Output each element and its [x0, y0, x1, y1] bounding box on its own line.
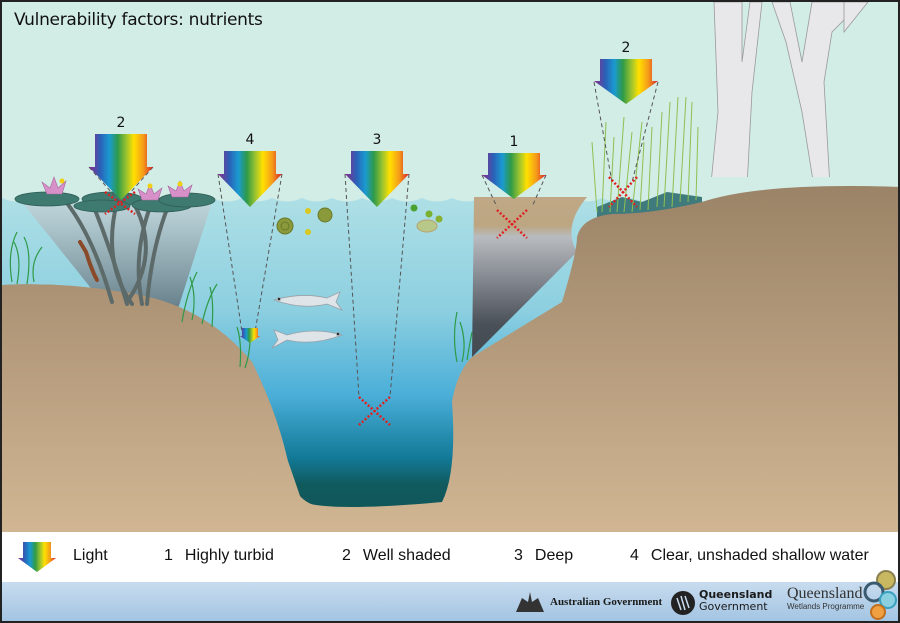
legend-text-1: Highly turbid — [184, 547, 274, 564]
legend-num-1: 1 — [164, 547, 173, 564]
legend-text-3: Deep — [534, 547, 574, 564]
lily-shade-zone — [22, 202, 212, 312]
light-arrow-deep — [345, 151, 409, 207]
legend-text-2: Well shaded — [362, 547, 451, 564]
submerged-grass — [9, 231, 473, 369]
legend-item-4: 4 Clear, unshaded shallow water — [630, 547, 869, 565]
blocked-light-marks — [104, 176, 638, 426]
bank-soil — [2, 186, 898, 532]
footer-logos: Australian Government Queensland Governm… — [2, 570, 898, 621]
turbid-water-zone — [472, 197, 587, 357]
legend-light-label: Light — [73, 547, 108, 564]
legend-item-1: 1 Highly turbid — [164, 547, 274, 565]
qld-gov-line2: Government — [699, 600, 768, 613]
australian-coat-of-arms-icon — [516, 592, 544, 612]
wetland-scene — [2, 2, 898, 532]
arrow-label-reeds: 2 — [621, 40, 631, 56]
legend-text-4: Clear, unshaded shallow water — [650, 547, 869, 564]
arrow-label-clear: 4 — [245, 132, 255, 148]
arrow-label-deep: 3 — [372, 132, 382, 148]
legend-item-2: 2 Well shaded — [342, 547, 451, 565]
qld-gov-logo-text: Queensland Government — [699, 589, 772, 613]
insect-nymph — [78, 240, 99, 282]
wetlands-line2: Wetlands Programme — [787, 602, 865, 611]
light-arrow-small — [240, 328, 260, 343]
legend-item-3: 3 Deep — [514, 547, 573, 565]
light-arrows — [89, 59, 658, 343]
qld-gov-logo-icon — [671, 591, 695, 615]
arrow-label-lily: 2 — [116, 115, 126, 131]
light-arrow-reeds — [594, 59, 658, 104]
arrow-label-turbid: 1 — [509, 134, 519, 150]
wetlands-logo-text: Queensland Wetlands Programme — [787, 586, 864, 612]
lily-stems — [60, 195, 174, 306]
light-arrow-icon — [18, 542, 56, 572]
legend-num-4: 4 — [630, 547, 639, 564]
wetlands-line1: Queensland — [787, 585, 863, 602]
qld-gov-line1: Queensland — [699, 588, 773, 601]
light-arrow-turbid — [482, 153, 546, 199]
legend-num-3: 3 — [514, 547, 523, 564]
algae-particles — [276, 204, 443, 235]
tree-trunks — [709, 2, 869, 195]
aus-gov-logo-text: Australian Government — [550, 596, 663, 608]
reeds — [591, 96, 699, 213]
fish — [271, 291, 344, 349]
page-title: Vulnerability factors: nutrients — [14, 10, 263, 30]
light-arrow-clear — [218, 151, 282, 207]
wetlands-circles-icon — [863, 570, 897, 620]
legend-num-2: 2 — [342, 547, 351, 564]
light-paths — [88, 81, 659, 398]
lily-flowers — [41, 176, 193, 201]
light-arrow-lily — [89, 134, 153, 200]
